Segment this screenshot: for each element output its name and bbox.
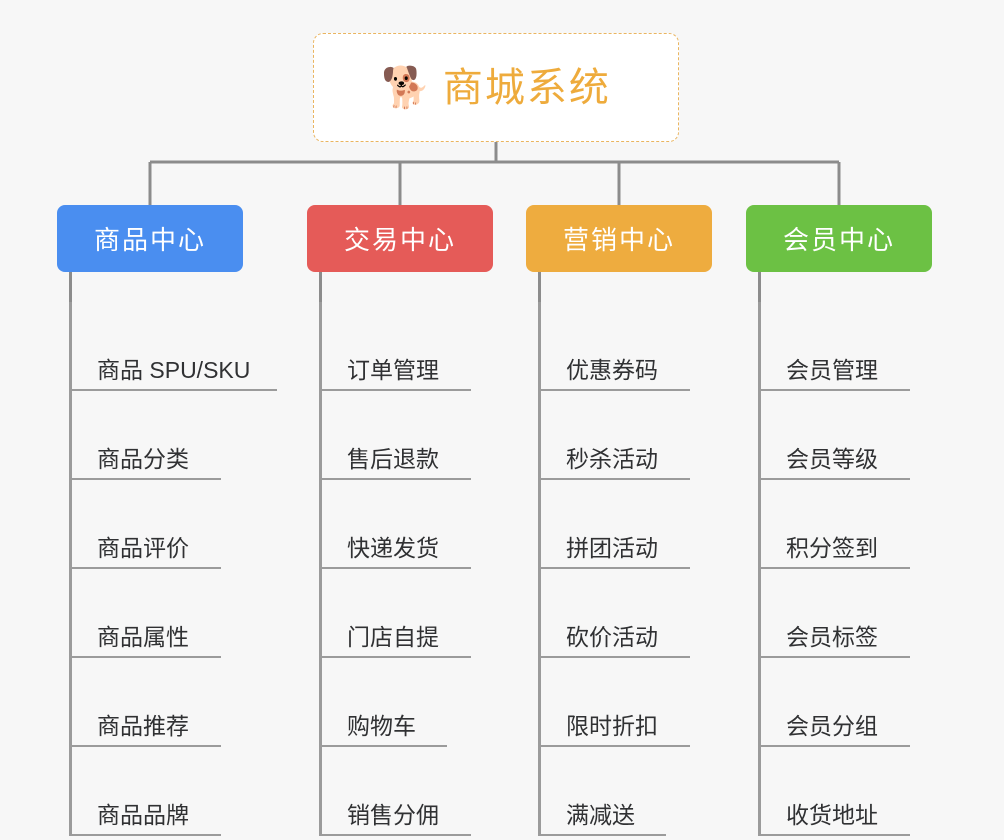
leaf-trunk-line xyxy=(69,302,72,836)
branch-header-label: 商品中心 xyxy=(93,225,206,255)
leaf-underline xyxy=(758,567,910,569)
branch-header-member-center[interactable]: 会员中心 xyxy=(746,205,932,272)
leaf-item-label: 优惠券码 xyxy=(566,357,658,383)
branch-marketing-center: 营销中心优惠券码秒杀活动拼团活动砍价活动限时折扣满减送 xyxy=(526,205,712,836)
branch-member-center: 会员中心会员管理会员等级积分签到会员标签会员分组收货地址 xyxy=(746,205,932,836)
branch-header-marketing-center[interactable]: 营销中心 xyxy=(526,205,712,272)
leaf-item[interactable]: 收货地址 xyxy=(758,747,932,836)
leaf-underline xyxy=(758,478,910,480)
leaf-item-label: 商品评价 xyxy=(97,535,189,561)
leaf-item[interactable]: 商品属性 xyxy=(69,569,243,658)
leaf-underline xyxy=(69,656,221,658)
leaf-item-label: 销售分佣 xyxy=(347,802,439,828)
leaf-underline xyxy=(69,834,221,836)
leaf-item-label: 会员管理 xyxy=(786,357,878,383)
leaf-item[interactable]: 砍价活动 xyxy=(538,569,712,658)
shiba-inu-icon: 🐕 xyxy=(381,65,431,110)
leaf-underline xyxy=(319,656,471,658)
leaf-underline xyxy=(538,567,690,569)
leaf-item-label: 会员分组 xyxy=(786,713,878,739)
leaf-item[interactable]: 商品分类 xyxy=(69,391,243,480)
leaf-item-label: 积分签到 xyxy=(786,535,878,561)
leaf-item[interactable]: 订单管理 xyxy=(319,302,493,391)
leaf-underline xyxy=(758,745,910,747)
branch-product-center: 商品中心商品 SPU/SKU 商品分类商品评价商品属性商品推荐商品品牌 xyxy=(57,205,277,836)
leaf-item[interactable]: 会员标签 xyxy=(758,569,932,658)
branch-header-label: 会员中心 xyxy=(782,225,895,255)
leaf-item[interactable]: 会员管理 xyxy=(758,302,932,391)
leaf-underline xyxy=(538,656,690,658)
root-node[interactable]: 🐕 商城系统 xyxy=(313,33,679,142)
leaf-underline xyxy=(538,478,690,480)
leaf-item[interactable]: 会员分组 xyxy=(758,658,932,747)
leaf-underline xyxy=(319,745,447,747)
leaf-item-label: 满减送 xyxy=(566,802,635,828)
branch-header-product-center[interactable]: 商品中心 xyxy=(57,205,243,272)
leaf-item-label: 商品推荐 xyxy=(97,713,189,739)
leaf-underline xyxy=(319,478,471,480)
leaf-item[interactable]: 积分签到 xyxy=(758,480,932,569)
leaf-trunk-line xyxy=(319,302,322,836)
leaf-item-label: 商品 SPU/SKU xyxy=(97,357,251,383)
leaf-item-label: 拼团活动 xyxy=(566,535,658,561)
leaf-trunk-line xyxy=(758,302,761,836)
leaf-underline xyxy=(538,389,690,391)
leaf-item[interactable]: 购物车 xyxy=(319,658,493,747)
leaf-list-trade-center: 订单管理售后退款快递发货门店自提购物车销售分佣 xyxy=(307,302,493,836)
leaf-item-label: 会员等级 xyxy=(786,446,878,472)
leaf-item-label: 商品分类 xyxy=(97,446,189,472)
leaf-item-label: 门店自提 xyxy=(347,624,439,650)
leaf-item-label: 秒杀活动 xyxy=(566,446,658,472)
leaf-item[interactable]: 售后退款 xyxy=(319,391,493,480)
leaf-underline xyxy=(69,745,221,747)
leaf-item[interactable]: 秒杀活动 xyxy=(538,391,712,480)
leaf-item[interactable]: 商品评价 xyxy=(69,480,243,569)
leaf-underline xyxy=(758,834,910,836)
leaf-underline xyxy=(319,567,471,569)
leaf-list-marketing-center: 优惠券码秒杀活动拼团活动砍价活动限时折扣满减送 xyxy=(526,302,712,836)
leaf-underline xyxy=(758,389,910,391)
leaf-underline xyxy=(538,745,690,747)
leaf-item[interactable]: 拼团活动 xyxy=(538,480,712,569)
leaf-item[interactable]: 满减送 xyxy=(538,747,712,836)
leaf-item[interactable]: 商品 SPU/SKU xyxy=(69,302,277,391)
leaf-item[interactable]: 会员等级 xyxy=(758,391,932,480)
leaf-underline xyxy=(319,389,471,391)
leaf-item-label: 商品属性 xyxy=(97,624,189,650)
leaf-trunk-line xyxy=(538,302,541,836)
leaf-item-label: 售后退款 xyxy=(347,446,439,472)
leaf-item-label: 订单管理 xyxy=(347,357,439,383)
leaf-item[interactable]: 优惠券码 xyxy=(538,302,712,391)
leaf-item[interactable]: 限时折扣 xyxy=(538,658,712,747)
leaf-underline xyxy=(69,567,221,569)
leaf-underline xyxy=(758,656,910,658)
branch-header-label: 营销中心 xyxy=(562,225,675,255)
leaf-underline xyxy=(69,478,221,480)
root-title: 商城系统 xyxy=(442,65,611,110)
leaf-item[interactable]: 商品推荐 xyxy=(69,658,243,747)
leaf-item-label: 购物车 xyxy=(347,713,416,739)
leaf-list-member-center: 会员管理会员等级积分签到会员标签会员分组收货地址 xyxy=(746,302,932,836)
leaf-item[interactable]: 快递发货 xyxy=(319,480,493,569)
leaf-item-label: 商品品牌 xyxy=(97,802,189,828)
leaf-item[interactable]: 商品品牌 xyxy=(69,747,243,836)
leaf-item[interactable]: 销售分佣 xyxy=(319,747,493,836)
leaf-underline xyxy=(319,834,471,836)
leaf-item-label: 收货地址 xyxy=(786,802,878,828)
leaf-item[interactable]: 门店自提 xyxy=(319,569,493,658)
leaf-list-product-center: 商品 SPU/SKU 商品分类商品评价商品属性商品推荐商品品牌 xyxy=(57,302,277,836)
leaf-underline xyxy=(538,834,666,836)
leaf-item-label: 快递发货 xyxy=(347,535,439,561)
leaf-underline xyxy=(69,389,277,391)
leaf-item-label: 限时折扣 xyxy=(566,713,658,739)
leaf-item-label: 会员标签 xyxy=(786,624,878,650)
leaf-item-label: 砍价活动 xyxy=(566,624,658,650)
branch-header-trade-center[interactable]: 交易中心 xyxy=(307,205,493,272)
branch-trade-center: 交易中心订单管理售后退款快递发货门店自提购物车销售分佣 xyxy=(307,205,493,836)
branch-header-label: 交易中心 xyxy=(343,225,456,255)
